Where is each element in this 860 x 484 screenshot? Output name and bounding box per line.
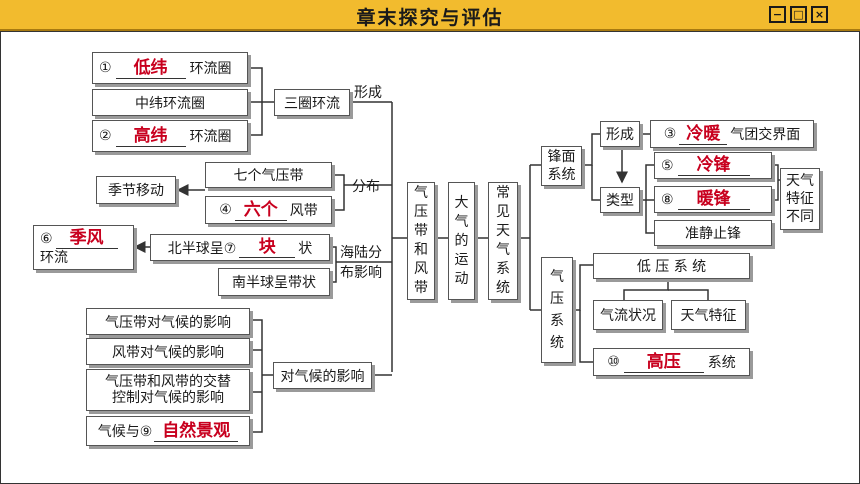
item-number: ② [99,128,112,144]
answer-high-pressure: 高压 [623,352,704,373]
seasonal-shift-box: 季节移动 [96,176,176,204]
three-cell-circulation-box: 三圈环流 [274,89,350,116]
answer-cold-front: 冷锋 [677,155,750,176]
wind-climate-box: 风带对气候的影响 [86,338,250,365]
monsoon-line2: 环流 [40,250,68,266]
item-suffix: 气团交界面 [730,127,801,143]
high-pressure-box: ⑩ 高压 系统 [593,348,750,376]
item-number: ① [99,60,112,76]
airflow-box: 气流状况 [593,300,663,330]
answer-warm-front: 暖锋 [677,189,750,210]
weather-systems-box: 常见天气系统 [488,182,518,300]
seven-pressure-belts-box: 七个气压带 [205,162,332,188]
distribution-edge-label: 分布 [352,179,380,195]
item-suffix: 环流圈 [189,61,232,77]
answer-high-latitude: 高纬 [115,126,186,147]
answer-low-latitude: 低纬 [115,58,186,79]
south-hemisphere-box: 南半球呈带状 [218,268,330,296]
title-bar: 章末探究与评估 − □ × [0,0,860,31]
answer-monsoon: 季风 [55,228,118,249]
air-mass-interface-box: ③ 冷暖 气团交界面 [650,120,814,148]
cold-front-box: ⑤ 冷锋 [654,152,772,179]
mid-latitude-cell-box: 中纬环流圈 [92,89,248,116]
alternating-line2: 控制对气候的影响 [112,390,224,406]
north-hemisphere-box: 北半球呈⑦ 块 状 [150,234,330,261]
answer-landscape: 自然景观 [154,421,239,442]
close-button[interactable]: × [811,6,828,23]
item-number: ④ [219,202,232,218]
pressure-wind-belts-box: 气压带和风带 [407,182,435,300]
high-latitude-cell-box: ② 高纬 环流圈 [92,120,248,152]
north-prefix: 北半球呈⑦ [167,240,237,257]
formation-edge-label: 形成 [354,85,382,101]
front-types-box: 类型 [600,187,640,213]
front-system-box: 锋面系统 [541,146,582,186]
item-number: ⑧ [661,191,674,208]
warm-front-box: ⑧ 暖锋 [654,186,772,213]
pressure-system-box: 气压系统 [541,257,573,363]
low-pressure-box: 低 压 系 统 [593,253,750,279]
stationary-front-box: 准静止锋 [654,220,772,246]
answer-cold-warm: 冷暖 [679,124,728,145]
north-suffix: 状 [298,240,313,257]
answer-six: 六个 [234,200,287,221]
land-sea-edge-label: 海陆分布影响 [340,245,382,281]
item-number: ⑩ [607,354,620,370]
climate-landscape-box: 气候与⑨ 自然景观 [86,416,250,446]
climate-impact-box: 对气候的影响 [273,362,372,389]
low-latitude-cell-box: ① 低纬 环流圈 [92,52,248,84]
weather-features-box: 天气特征 [671,300,746,330]
alternating-line1: 气压带和风带的交替 [105,374,231,390]
minimize-button[interactable]: − [769,6,786,23]
item-number: ③ [663,126,677,142]
six-wind-belts-box: ④ 六个 风带 [205,196,332,224]
landscape-prefix: 气候与⑨ [97,424,153,440]
pressure-climate-box: 气压带对气候的影响 [86,308,250,335]
item-suffix: 风带 [289,203,318,219]
atmosphere-motion-box: 大气的运动 [448,182,475,300]
alternating-control-box: 气压带和风带的交替 控制对气候的影响 [86,369,250,411]
front-formation-box: 形成 [600,121,640,147]
window-title: 章末探究与评估 [356,7,504,29]
item-number: ⑤ [661,157,674,174]
weather-difference-box: 天气特征不同 [780,168,820,230]
answer-block: 块 [239,237,296,258]
item-suffix: 系统 [707,355,736,371]
maximize-button[interactable]: □ [790,6,807,23]
item-suffix: 环流圈 [189,129,232,145]
item-number: ⑥ [40,231,53,247]
